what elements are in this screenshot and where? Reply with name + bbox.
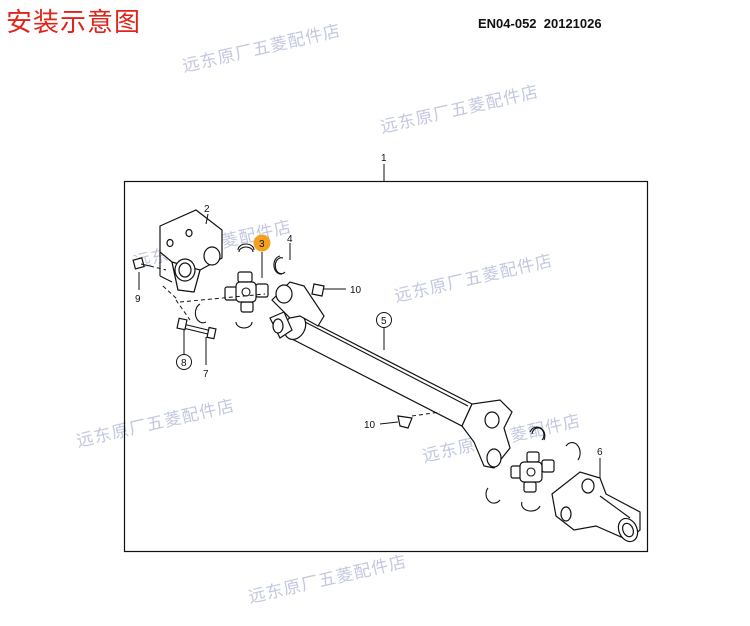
watermark: 远东原厂五菱配件店 — [75, 396, 237, 452]
snap-ring — [235, 321, 253, 329]
universal-joint-spider — [224, 271, 269, 313]
bolt — [132, 257, 151, 270]
callout-2: 2 — [204, 204, 210, 215]
callout-8-circle — [176, 354, 192, 370]
callout-10-bottom: 10 — [364, 420, 376, 431]
watermark: 远东原厂五菱配件店 — [393, 251, 555, 307]
callout-3: 3 — [259, 239, 265, 250]
callout-4: 4 — [287, 234, 293, 245]
bolt — [182, 323, 217, 340]
snap-ring — [565, 442, 581, 461]
callout-1: 1 — [381, 153, 387, 164]
snap-ring — [485, 487, 501, 504]
callout-10-top: 10 — [350, 285, 362, 296]
balance-weight — [311, 283, 325, 297]
snap-ring — [237, 243, 255, 253]
watermark: 远东原厂五菱配件店 — [379, 82, 541, 138]
snap-ring — [529, 426, 546, 441]
callout-3-highlight — [253, 234, 271, 252]
slip-yoke — [551, 471, 641, 543]
callout-8: 8 — [181, 358, 187, 369]
callout-5-circle — [376, 312, 392, 328]
mounting-bracket — [159, 209, 223, 293]
universal-joint-spider — [510, 451, 555, 493]
watermark: 远东原厂五菱配件店 — [247, 552, 409, 608]
callout-5: 5 — [381, 316, 387, 327]
document-code: EN04-052 20121026 — [478, 16, 602, 31]
snap-ring — [521, 501, 541, 512]
callout-6: 6 — [597, 447, 603, 458]
diagram-frame — [123, 180, 649, 553]
snap-ring — [194, 303, 207, 324]
snap-ring — [273, 255, 286, 275]
watermarks: 远东原厂五菱配件店 远东原厂五菱配件店 远东原厂五菱配件店 远东原厂五菱配件店 … — [75, 21, 583, 608]
nut — [176, 317, 188, 331]
propeller-shaft — [269, 281, 513, 469]
diagram-title: 安装示意图 — [6, 8, 142, 38]
callout-7: 7 — [203, 369, 209, 380]
balance-weight — [397, 415, 413, 429]
callout-9: 9 — [135, 294, 141, 305]
watermark: 远东原厂五菱配件店 — [181, 21, 343, 77]
